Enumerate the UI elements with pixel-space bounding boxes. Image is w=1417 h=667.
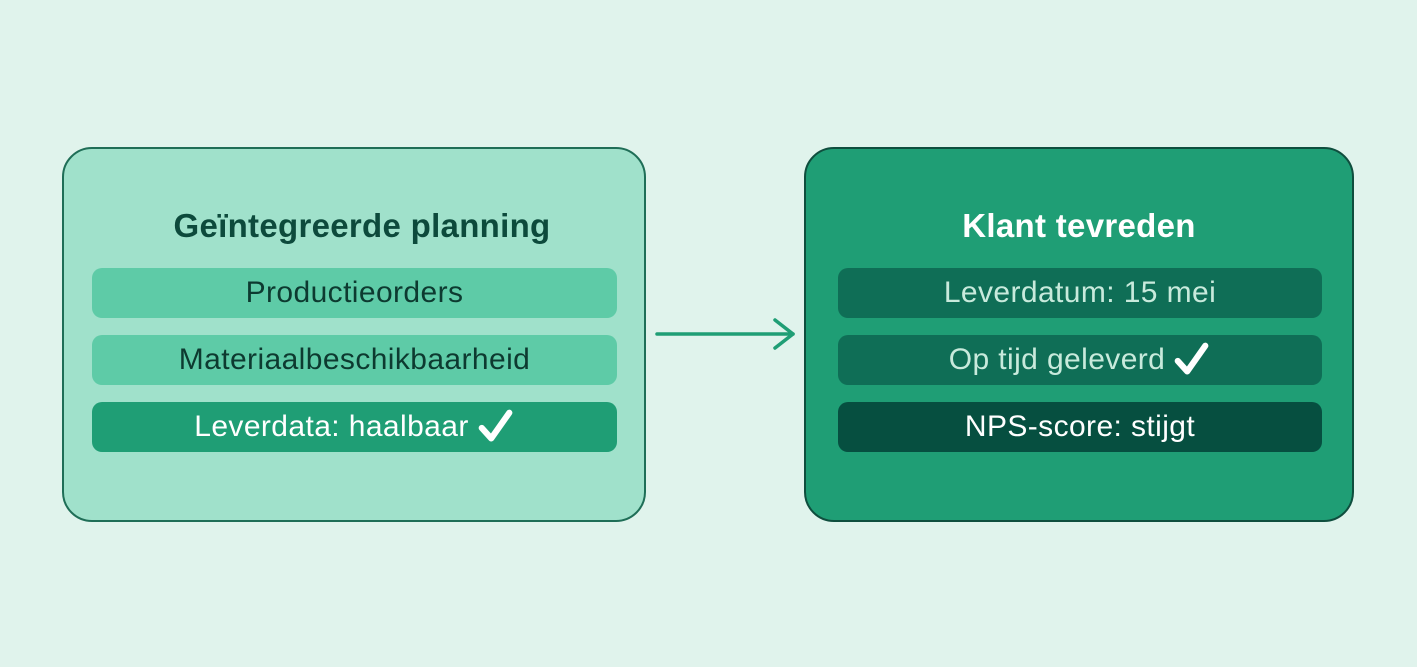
arrow-right-icon [655,318,795,350]
item-material-availability: Materiaalbeschikbaarheid [92,335,617,385]
item-label: Productieorders [245,276,464,309]
item-delivered-on-time: Op tijd geleverd [838,335,1322,385]
item-label: Op tijd geleverd [948,343,1166,376]
item-label: NPS-score: stijgt [964,410,1196,443]
checkmark-icon [1174,342,1209,375]
item-production-orders: Productieorders [92,268,617,318]
item-delivery-date: Leverdatum: 15 mei [838,268,1322,318]
item-label: Leverdata: haalbaar [194,410,469,443]
item-label: Leverdatum: 15 mei [943,276,1217,309]
item-label: Materiaalbeschikbaarheid [178,343,531,376]
left-panel-title: Geïntegreerde planning [173,207,551,244]
checkmark-icon [478,409,513,442]
right-panel-title: Klant tevreden [962,207,1196,244]
right-panel-customer-satisfied: Klant tevreden Leverdatum: 15 mei Op tij… [804,147,1354,522]
left-panel-integrated-planning: Geïntegreerde planning Productieorders M… [62,147,646,522]
item-nps-score: NPS-score: stijgt [838,402,1322,452]
item-delivery-dates-feasible: Leverdata: haalbaar [92,402,617,452]
